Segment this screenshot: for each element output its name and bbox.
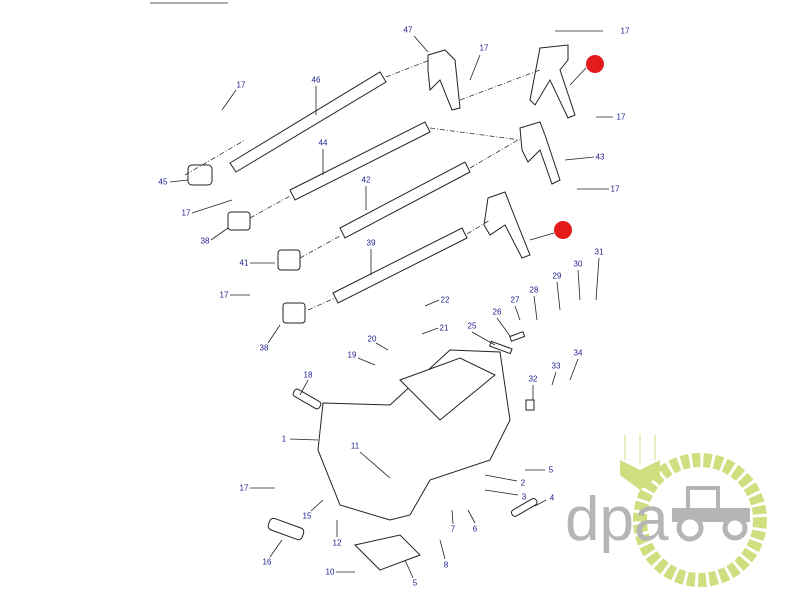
part-label: 44 — [318, 138, 328, 148]
part-label: 19 — [347, 350, 357, 360]
part-label: 47 — [403, 25, 413, 35]
wheat-icon — [620, 460, 660, 490]
part-label: 17 — [239, 483, 249, 493]
part-label: 8 — [443, 560, 449, 570]
fork-47 — [427, 49, 461, 111]
part-label: 46 — [311, 75, 321, 85]
pin-4 — [510, 498, 538, 517]
part-label: 17 — [219, 290, 229, 300]
part-label: 39 — [366, 238, 376, 248]
part-label: 3 — [521, 492, 527, 502]
part-label: 20 — [367, 334, 377, 344]
part-label: 17 — [479, 43, 489, 53]
shaft-39 — [332, 227, 468, 304]
cover-plate-5 — [354, 534, 421, 571]
logo-text: dpa — [565, 485, 669, 554]
part-label: 27 — [510, 295, 520, 305]
part-label: 38 — [200, 236, 210, 246]
part-label: 17 — [616, 112, 626, 122]
part-label: 38 — [259, 343, 269, 353]
part-label: 4 — [549, 493, 555, 503]
fork-43 — [519, 121, 561, 185]
part-label: 18 — [303, 370, 313, 380]
part-label: 5 — [412, 578, 418, 588]
fork-lower-right — [483, 191, 531, 259]
block-45 — [187, 164, 213, 186]
shaft-42 — [339, 161, 471, 239]
block-38-lower — [282, 302, 306, 324]
part-label: 30 — [573, 259, 583, 269]
part-label: 21 — [439, 323, 449, 333]
part-label: 32 — [528, 374, 538, 384]
part-label: 17 — [181, 208, 191, 218]
part-label: 17 — [236, 80, 246, 90]
part-label: 7 — [450, 524, 456, 534]
plate-25 — [488, 340, 513, 355]
shaft-46 — [229, 71, 387, 173]
tractor-icon — [672, 486, 750, 542]
part-label: 11 — [350, 441, 360, 451]
part-label: 45 — [158, 177, 168, 187]
part-label: 26 — [492, 307, 502, 317]
part-label: 15 — [302, 511, 312, 521]
part-label: 28 — [529, 285, 539, 295]
plate-26 — [509, 331, 526, 342]
part-label: 41 — [239, 258, 249, 268]
part-label: 42 — [361, 175, 371, 185]
part-label: 22 — [440, 295, 450, 305]
part-label: 17 — [610, 184, 620, 194]
block-38-upper — [227, 211, 251, 231]
part-16 — [267, 517, 305, 541]
part-32 — [525, 399, 535, 411]
part-label: 25 — [467, 321, 477, 331]
highlight-marker-lower — [554, 221, 572, 239]
part-label: 34 — [573, 348, 583, 358]
part-label: 6 — [472, 524, 478, 534]
part-label: 29 — [552, 271, 562, 281]
part-label: 43 — [595, 152, 605, 162]
part-label: 2 — [520, 478, 526, 488]
housing-top-opening — [399, 357, 496, 421]
part-label: 33 — [551, 361, 561, 371]
block-41 — [277, 249, 301, 271]
pin-18 — [292, 388, 322, 410]
highlight-marker-upper — [586, 55, 604, 73]
shaft-44 — [289, 121, 431, 201]
part-label: 5 — [548, 465, 554, 475]
part-label: 10 — [325, 567, 335, 577]
part-label: 16 — [262, 557, 272, 567]
dpa-logo: dpa — [565, 435, 767, 587]
part-label: 12 — [332, 538, 342, 548]
part-label: 31 — [594, 247, 604, 257]
part-label: 17 — [620, 26, 630, 36]
fork-upper-right — [529, 44, 576, 119]
part-label: 1 — [281, 434, 287, 444]
